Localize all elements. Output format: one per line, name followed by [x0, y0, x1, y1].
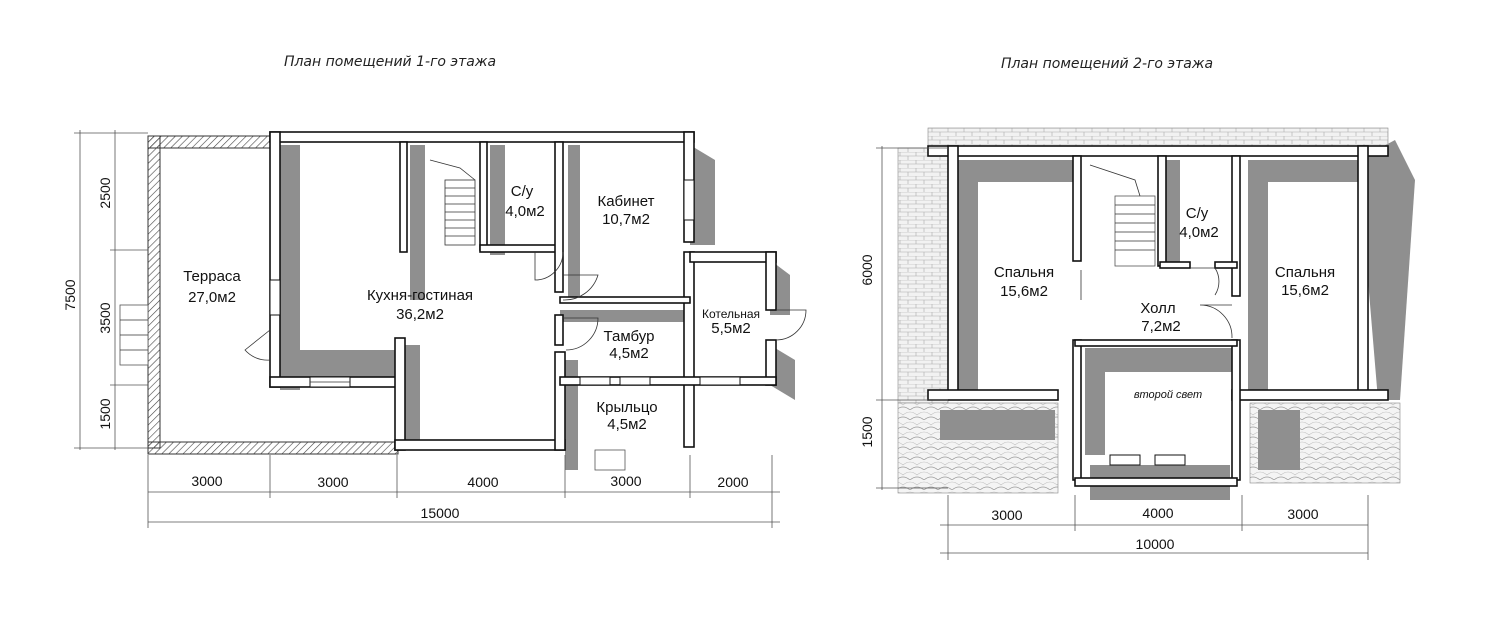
staircase-floor2: [1089, 164, 1156, 267]
floor1-plan: План помещений 1-го этажа: [62, 54, 807, 528]
floor2-room-labels: Спальня 15,6м2 С/у 4,0м2 Холл 7,2м2 Спал…: [994, 205, 1335, 401]
f1-dim-total: 15000: [421, 505, 460, 521]
f1-left-dim-3: 1500: [97, 398, 113, 429]
terrace-area: 27,0м2: [188, 289, 236, 306]
boiler-label: Котельная: [702, 307, 760, 321]
f2-left-dim-2: 1500: [859, 416, 875, 447]
floor1-dimensions: 3000 3000 4000 3000 2000 15000 2500 3500…: [62, 130, 780, 528]
terrace-label: Терраса: [183, 268, 241, 285]
floor2-roof-tiles: [897, 127, 1401, 494]
f2-dim-total: 10000: [1136, 536, 1175, 552]
office-area: 10,7м2: [602, 211, 650, 228]
floor2-shadows: [940, 140, 1415, 500]
wc2-area: 4,0м2: [1179, 224, 1219, 241]
f2-left-dim-1: 6000: [859, 254, 875, 285]
hall-area: 7,2м2: [1141, 318, 1181, 335]
f1-dim-5: 2000: [717, 474, 748, 490]
floor2-dimensions: 3000 4000 3000 10000 6000 1500: [859, 146, 1369, 560]
porch-label: Крыльцо: [596, 399, 657, 416]
f2-dim-2: 4000: [1142, 505, 1173, 521]
f1-dim-2: 3000: [317, 474, 348, 490]
floor1-room-labels: Терраса 27,0м2 Кухня-гостиная 36,2м2 С/у…: [183, 183, 760, 433]
kitchen-area: 36,2м2: [396, 306, 444, 323]
wc2-label: С/у: [1186, 205, 1209, 222]
f1-left-dim-total: 7500: [62, 279, 78, 310]
f2-dim-3: 3000: [1287, 506, 1318, 522]
wc1-label: С/у: [511, 183, 534, 200]
porch-area: 4,5м2: [607, 416, 647, 433]
wc1-area: 4,0м2: [505, 203, 545, 220]
f1-dim-1: 3000: [191, 473, 222, 489]
bedroom-right-area: 15,6м2: [1281, 282, 1329, 299]
floor1-shadows: [280, 145, 795, 470]
vestibule-label: Тамбур: [604, 328, 655, 345]
floor2-plan: План помещений 2-го этажа: [859, 56, 1415, 560]
bedroom-left-area: 15,6м2: [1000, 283, 1048, 300]
f1-dim-3: 4000: [467, 474, 498, 490]
second-light-label: второй свет: [1134, 389, 1202, 401]
f1-left-dim-1: 2500: [97, 177, 113, 208]
office-label: Кабинет: [597, 193, 654, 210]
kitchen-label: Кухня-гостиная: [367, 287, 473, 304]
floor1-title: План помещений 1-го этажа: [284, 54, 496, 70]
floor2-walls: [927, 145, 1389, 487]
hall-label: Холл: [1140, 300, 1175, 317]
f1-dim-4: 3000: [610, 473, 641, 489]
floor2-title: План помещений 2-го этажа: [1001, 56, 1213, 72]
vestibule-area: 4,5м2: [609, 345, 649, 362]
floor1-walls: [244, 131, 807, 471]
boiler-area: 5,5м2: [711, 320, 751, 337]
f1-left-dim-2: 3500: [97, 302, 113, 333]
staircase-floor1: [429, 159, 476, 246]
bedroom-right-label: Спальня: [1275, 264, 1335, 281]
terrace-frame: [119, 135, 399, 455]
bedroom-left-label: Спальня: [994, 264, 1054, 281]
f2-dim-1: 3000: [991, 507, 1022, 523]
